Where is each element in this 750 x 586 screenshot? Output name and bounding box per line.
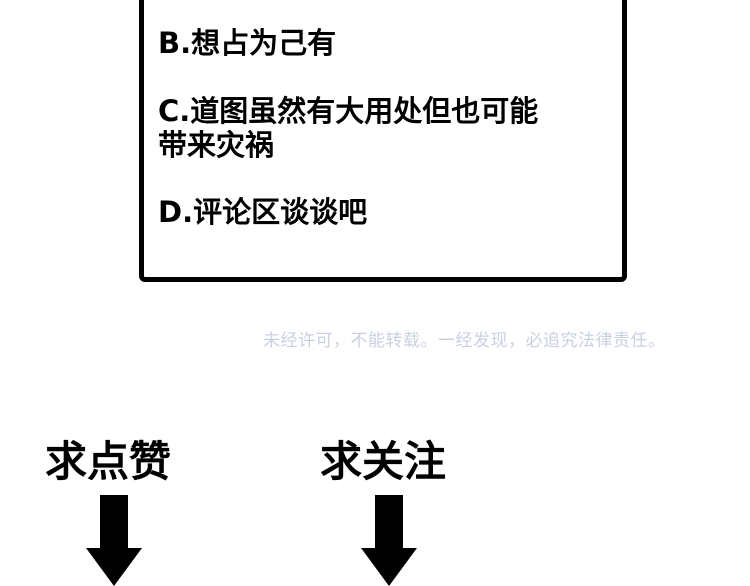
follow-request-label: 求关注 (320, 437, 447, 486)
like-request-label: 求点赞 (45, 437, 172, 486)
option-d: D.评论区谈谈吧 (158, 195, 368, 229)
option-c-line1: C.道图虽然有大用处但也可能 (158, 94, 539, 128)
down-arrow-icon (361, 495, 417, 586)
option-c-line2: 带来灾祸 (158, 128, 275, 162)
down-arrow-icon (86, 495, 142, 586)
option-b: B.想占为己有 (158, 26, 337, 60)
options-panel (139, 0, 627, 282)
copyright-watermark: 未经许可，不能转载。一经发现，必追究法律责任。 (263, 331, 666, 351)
